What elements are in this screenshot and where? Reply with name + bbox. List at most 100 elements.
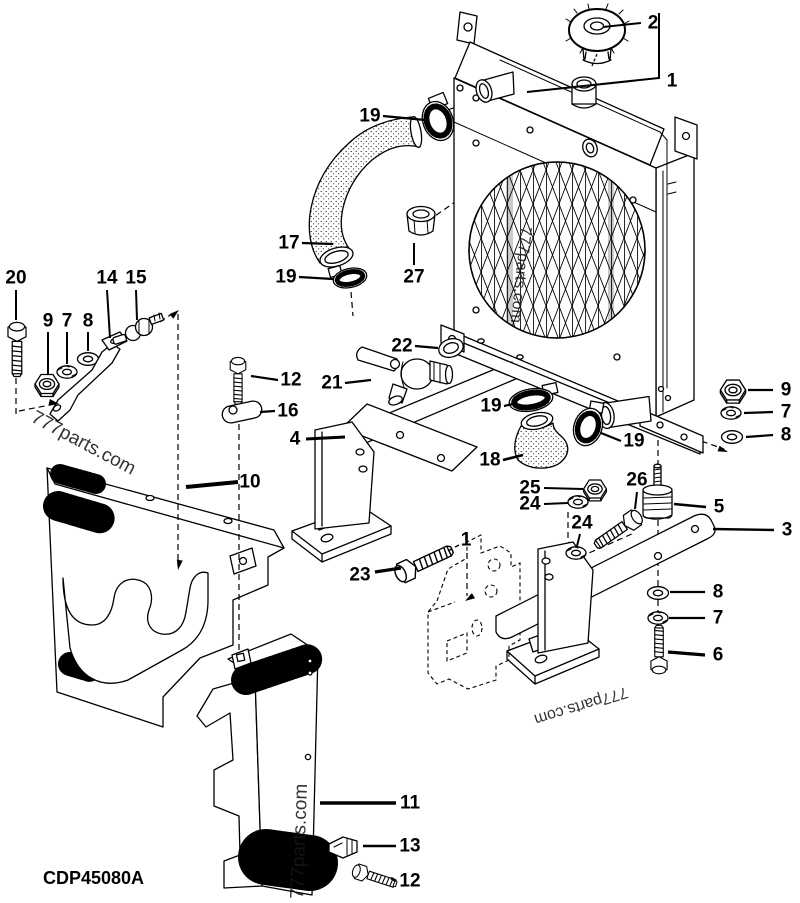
callout-label: 8 <box>781 425 792 446</box>
rubber-mount-5 <box>642 463 673 520</box>
callout-leader <box>712 527 775 532</box>
callout-leader <box>673 502 707 509</box>
callout-leader <box>374 566 402 574</box>
callout-label: 14 <box>96 268 118 289</box>
callout-label: 1 <box>667 71 678 92</box>
callout-leader <box>301 241 334 246</box>
callout-leader <box>250 374 279 382</box>
callout-leader <box>344 378 372 385</box>
callout-leader <box>390 876 397 883</box>
lower-elbow-drawing <box>514 411 569 469</box>
callout-label: 16 <box>277 401 298 422</box>
callout-label: 4 <box>290 429 301 450</box>
nut-25 <box>582 479 608 502</box>
valve-drawing <box>356 346 454 406</box>
seal-ring-drawing <box>438 337 464 359</box>
callout-leader <box>600 431 622 443</box>
callout-leader <box>259 409 276 414</box>
callout-label: 7 <box>62 311 73 332</box>
callout-label: 2 <box>648 13 659 34</box>
callout-label: 15 <box>125 268 147 289</box>
callout-leader <box>526 13 660 93</box>
lock-washer-7-left <box>56 365 78 379</box>
callout-label: 26 <box>626 470 647 491</box>
callout-label: 22 <box>391 336 412 357</box>
watermark-text: 777parts.com <box>287 783 312 899</box>
callout-label: 10 <box>239 472 260 493</box>
callout-label: 3 <box>782 520 793 541</box>
lock-washer-7-right <box>720 406 742 420</box>
callout-label: 19 <box>480 396 501 417</box>
nut-9-right <box>719 379 747 404</box>
lock-washer-7-bottom <box>647 611 669 625</box>
callout-leader <box>667 650 706 657</box>
link-plate-16 <box>221 400 263 424</box>
hose-clamp-mid-drawing <box>327 264 368 289</box>
callout-label: 17 <box>278 233 299 254</box>
callout-label: 21 <box>321 373 343 394</box>
engine-outline-drawing <box>427 534 521 690</box>
callout-leader <box>634 491 638 510</box>
hardware-drawing <box>7 312 747 892</box>
callout-leader <box>185 480 239 489</box>
shroud-right-drawing <box>196 633 338 896</box>
callout-leader <box>305 435 346 441</box>
callout-label: 9 <box>781 380 792 401</box>
callout-leader <box>298 275 334 281</box>
callout-leader <box>135 289 138 321</box>
bracket-right-drawing <box>506 541 600 685</box>
clamp-elbow-top-drawing <box>508 382 559 413</box>
callout-leader <box>382 114 426 122</box>
radiator-cap-drawing <box>565 3 630 65</box>
callout-label: 9 <box>43 311 54 332</box>
callout-label: 18 <box>479 450 500 471</box>
callout-label: 5 <box>714 497 725 518</box>
callout-leader <box>543 487 584 490</box>
callout-label: 1 <box>461 530 472 551</box>
clip-13 <box>328 836 358 859</box>
lock-washer-24b <box>565 546 587 560</box>
callout-label: 8 <box>713 582 724 603</box>
sender-15 <box>112 312 165 345</box>
callout-leader <box>543 502 569 505</box>
callout-label: 12 <box>399 871 420 892</box>
callout-leader <box>576 533 581 547</box>
shroud-left-drawing <box>43 464 285 728</box>
callout-leader <box>502 453 524 462</box>
lock-washer-24a <box>567 495 589 509</box>
plug-drawing <box>406 205 436 236</box>
callout-leader <box>106 289 111 339</box>
guide-arrows <box>48 310 728 601</box>
callout-label: 11 <box>400 793 421 814</box>
callout-label: 25 <box>519 478 541 499</box>
callout-leader <box>503 402 514 408</box>
callout-label: 24 <box>571 513 593 534</box>
callout-label: 12 <box>280 370 301 391</box>
callout-label: 24 <box>519 494 541 515</box>
bracket-left-drawing <box>291 403 478 563</box>
hose-clamp-top-drawing <box>421 91 455 142</box>
callout-leader <box>602 22 642 28</box>
callout-leader <box>447 544 460 552</box>
callout-label: 19 <box>275 267 296 288</box>
callout-label: 6 <box>713 645 724 666</box>
callout-label: 7 <box>713 608 724 629</box>
callout-label: 19 <box>623 431 644 452</box>
washer-8-right <box>720 430 744 444</box>
clamp-outlet-drawing <box>572 400 605 447</box>
callout-leader <box>743 410 774 415</box>
callout-label: 20 <box>5 268 26 289</box>
callout-label: 7 <box>781 402 792 423</box>
callout-label: 13 <box>399 836 420 857</box>
radiator-drawing <box>440 11 704 455</box>
callout-label: 23 <box>349 565 370 586</box>
nut-9-left <box>34 373 60 398</box>
washer-8-bottom <box>646 586 670 600</box>
upper-hose-drawing <box>308 116 423 268</box>
callout-label: 8 <box>83 311 94 332</box>
callout-leader <box>745 433 774 439</box>
drawing-code: CDP45080A <box>43 868 144 888</box>
